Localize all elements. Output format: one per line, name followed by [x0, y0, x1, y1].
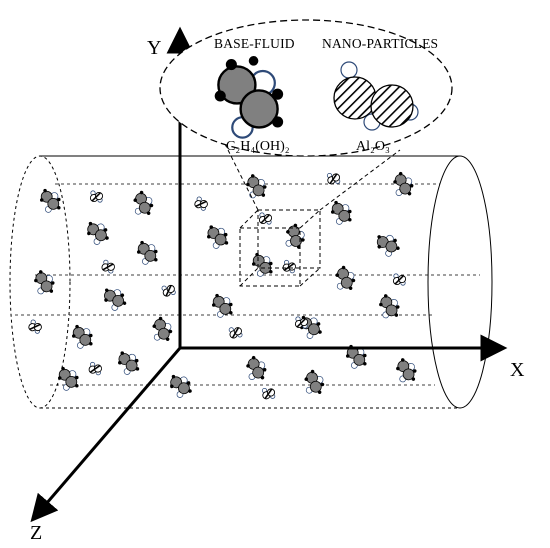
- ethylene-glycol-molecule-icon: [104, 288, 127, 311]
- zoom-box-front: [239, 227, 301, 287]
- ethylene-glycol-molecule-icon: [136, 240, 158, 265]
- ethylene-glycol-molecule-icon: [170, 374, 192, 398]
- pipe-right-end: [427, 155, 493, 409]
- nano-particles-label: NANO-PARTICLES: [322, 36, 438, 51]
- alumina-nanoparticle-icon: [282, 259, 297, 274]
- ethylene-glycol-molecule-icon: [379, 294, 400, 319]
- x-axis-label: X: [510, 359, 525, 381]
- alumina-nanoparticle-icon: [194, 196, 208, 211]
- ethylene-glycol-molecule-icon: [57, 366, 79, 391]
- alumina-nanoparticle-icon: [101, 259, 115, 274]
- ethylene-glycol-molecule-icon: [214, 56, 284, 139]
- ethylene-glycol-molecule-icon: [396, 358, 417, 383]
- flow-lines: [15, 183, 480, 386]
- alumina-nanoparticle-icon: [88, 361, 103, 376]
- alumina-nanoparticle-icon: [161, 284, 176, 297]
- ethylene-glycol-molecule-icon: [330, 200, 352, 225]
- ethylene-glycol-molecule-icon: [285, 223, 305, 249]
- ethylene-glycol-molecule-icon: [207, 225, 229, 249]
- nano-particles-formula: Al₂O₃: [356, 139, 390, 154]
- base-fluid-formula: C₂H₄(OH)₂: [226, 139, 290, 154]
- ethylene-glycol-molecule-icon: [133, 190, 154, 216]
- ethylene-glycol-molecule-icon: [376, 234, 400, 257]
- ethylene-glycol-molecule-icon: [211, 293, 233, 318]
- alumina-nanoparticle-icon: [89, 190, 104, 203]
- z-axis-label: Z: [30, 522, 42, 544]
- ethylene-glycol-molecule-icon: [34, 270, 55, 295]
- ethylene-glycol-molecule-icon: [71, 324, 93, 349]
- ethylene-glycol-molecule-icon: [304, 369, 325, 395]
- zoom-box-back: [257, 209, 321, 269]
- particles-layer: [28, 171, 417, 400]
- z-axis-line: [30, 347, 182, 523]
- y-axis-label: Y: [147, 37, 161, 59]
- ethylene-glycol-molecule-icon: [335, 265, 356, 291]
- base-fluid-label: BASE-FLUID: [214, 36, 295, 51]
- ethylene-glycol-molecule-icon: [152, 316, 173, 342]
- connector-right: [319, 149, 401, 211]
- ethylene-glycol-molecule-icon: [251, 252, 273, 277]
- alumina-nanoparticle-icon: [333, 61, 419, 131]
- alumina-nanoparticle-icon: [258, 212, 273, 225]
- connector-left: [217, 129, 259, 211]
- ethylene-glycol-molecule-icon: [393, 171, 414, 196]
- alumina-nanoparticle-icon: [228, 327, 243, 339]
- alumina-nanoparticle-icon: [28, 319, 42, 334]
- pipe-cylinder: [9, 155, 493, 409]
- ethylene-glycol-molecule-icon: [87, 221, 109, 245]
- alumina-nanoparticle-icon: [392, 273, 407, 286]
- ethylene-glycol-molecule-icon: [246, 355, 267, 380]
- ethylene-glycol-molecule-icon: [345, 344, 367, 369]
- ethylene-glycol-molecule-icon: [39, 188, 61, 213]
- alumina-nanoparticle-icon: [326, 172, 341, 185]
- alumina-nanoparticle-icon: [261, 387, 276, 400]
- zoom-region: [217, 129, 401, 287]
- alumina-nanoparticle-icon: [294, 316, 309, 329]
- ethylene-glycol-molecule-icon: [246, 174, 267, 199]
- ethylene-glycol-molecule-icon: [118, 351, 140, 375]
